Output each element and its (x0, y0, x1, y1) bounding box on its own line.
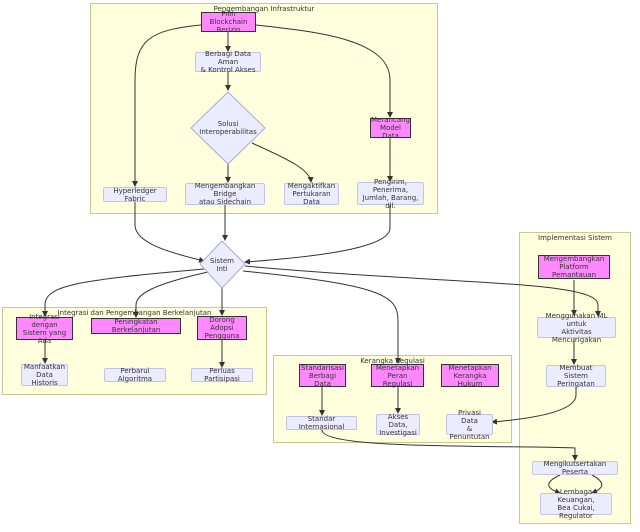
edge-standar-ikutsertakan (321, 429, 578, 461)
edge-solusi-pertukaran (251, 142, 314, 183)
node-merancang-model: Merancang Model Data (370, 116, 411, 140)
node-akses-investigasi: Akses Data, Investigasi (376, 413, 420, 437)
node-dorong-adopsi: Dorong Adopsi Pengguna (197, 316, 247, 340)
node-perluas-partisipasi: Perluas Partisipasi (191, 367, 253, 383)
node-berbagi-data: Berbagi Data Aman & Kontrol Akses (195, 50, 261, 74)
node-standar-internasional: Standar Internasional (286, 415, 357, 431)
node-sistem-inti: Sistem Inti (210, 257, 234, 273)
cluster-title: Implementasi Sistem (538, 234, 612, 242)
edge-sistem-integrasi (42, 268, 205, 317)
node-lembaga-keuangan: Lembaga Keuangan, Bea Cukai, Regulator (540, 488, 612, 520)
edge-peringatan-privasi (491, 387, 577, 425)
edge-sistem-peran (242, 270, 401, 364)
node-manfaatkan-historis: Manfaatkan Data Historis (21, 363, 68, 387)
edge-ikutsertakan-lembaga-left (548, 474, 561, 495)
edge-hyperledger-sistem (134, 202, 205, 263)
node-pengirim-penerima: Pengirim, Penerima, Jumlah, Barang, dll. (357, 178, 424, 210)
node-platform-pemantauan: Mengembangkan Platform Pemantauan (538, 255, 610, 279)
node-ml-mencurigakan: Menggunakan ML untuk Aktivitas Mencuriga… (537, 312, 616, 344)
node-privasi-penuntutan: Privasi Data & Penuntutan (446, 409, 493, 441)
node-standarisasi-data: Standarisasi Berbagi Data (299, 363, 346, 388)
node-pilih-blockchain: Pilih Blockchain Berizin (201, 10, 256, 34)
node-integrasi-sistem: Integrasi dengan Sistem yang Ada (16, 313, 73, 345)
node-bridge-sidechain: Mengembangkan Bridge atau Sidechain (185, 182, 265, 206)
node-peningkatan-berkelanjutan: Peningkatan Berkelanjutan (91, 318, 181, 334)
node-peran-regulasi: Menetapkan Peran Regulasi (371, 364, 424, 388)
cluster-pengembangan-infrastruktur: Pengembangan Infrastruktur (90, 3, 438, 214)
edge-ikutsertakan-lembaga-right (591, 474, 603, 495)
edge-pengirim-sistem (244, 205, 391, 265)
node-perbarui-algoritma: Perbarui Algoritma (104, 367, 166, 383)
edge-sistem-peningkatan (133, 271, 209, 318)
solusi-diamond (190, 91, 266, 165)
node-solusi-interoperabilitas: Solusi Interoperabilitas (199, 120, 257, 136)
node-kerangka-hukum: Menetapkan Kerangka Hukum (441, 364, 499, 388)
sistem-diamond (199, 240, 246, 289)
node-pertukaran-data: Mengaktifkan Pertukaran Data (284, 182, 339, 206)
edge-pilih-hyperledger (132, 24, 202, 187)
edge-pilih-merancang (255, 24, 393, 118)
node-hyperledger: Hyperledger Fabric (103, 187, 167, 203)
node-sistem-peringatan: Membuat Sistem Peringatan (546, 364, 606, 388)
edge-sistem-ml (244, 265, 601, 317)
cluster-title: Kerangka Regulasi (360, 357, 425, 365)
cluster-title: Pengembangan Infrastruktur (213, 5, 315, 13)
node-mengikutsertakan-peserta: Mengikutsertakan Peserta (532, 460, 618, 476)
